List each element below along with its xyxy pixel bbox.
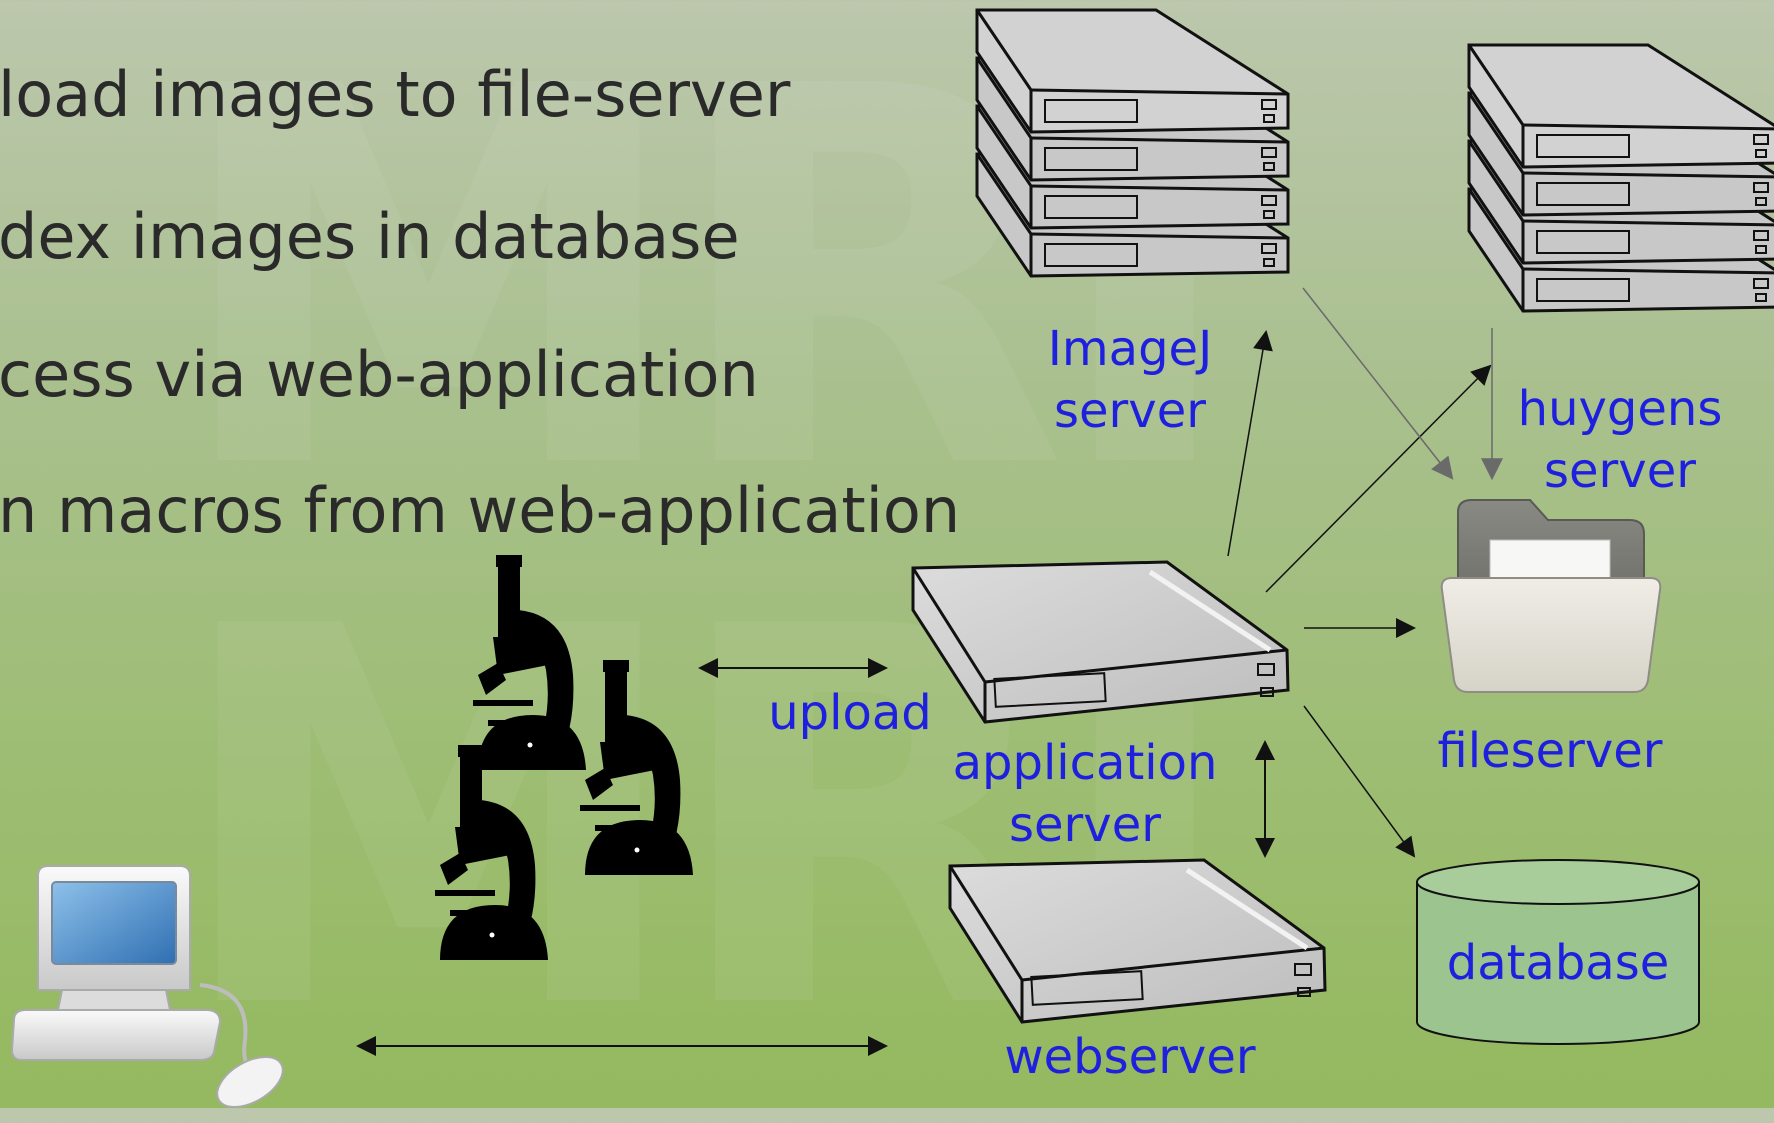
arrow-application-imagej [1227,330,1273,557]
arrow-imagej-fileserver [1302,287,1454,480]
application-server-icon [911,560,1290,724]
rack-unit-icon [975,8,1290,134]
bullet-index: dex images in database [0,200,740,273]
database-label: database [1446,935,1670,991]
bullet-access: cess via web-application [0,338,759,411]
huygens-label-line2: server [1544,443,1696,500]
rack-unit-icon [1467,43,1774,169]
arrow-application-huygens [1265,364,1492,593]
database-icon [1416,859,1700,1045]
arrow-application-database [1303,705,1416,858]
huygens-server-rack [1467,43,1774,313]
bullet-upload: load images to file-server [0,58,791,131]
application-server-label: application server [940,732,1230,857]
microscope-icon [435,745,548,960]
connector-arrows [356,287,1503,1056]
application-label-line2: server [1009,797,1161,854]
folder-icon [1440,499,1662,693]
huygens-label-line1: huygens [1517,381,1723,437]
microscope-icon [473,555,586,770]
microscope-icon [580,660,693,875]
imagej-server-rack [975,8,1290,278]
webserver-label: webserver [1004,1029,1256,1085]
imagej-label-line2: server [1054,383,1206,440]
computer-icon [10,865,284,1108]
upload-label: upload [768,685,932,741]
huygens-server-label: huygens server [1510,378,1730,503]
webserver-icon [948,858,1327,1024]
bullet-macros: n macros from web-application [0,474,961,547]
imagej-label-line1: ImageJ [1047,321,1213,377]
imagej-server-label: ImageJ server [1020,318,1240,443]
application-label-line1: application [952,735,1218,791]
fileserver-label: fileserver [1437,723,1663,779]
